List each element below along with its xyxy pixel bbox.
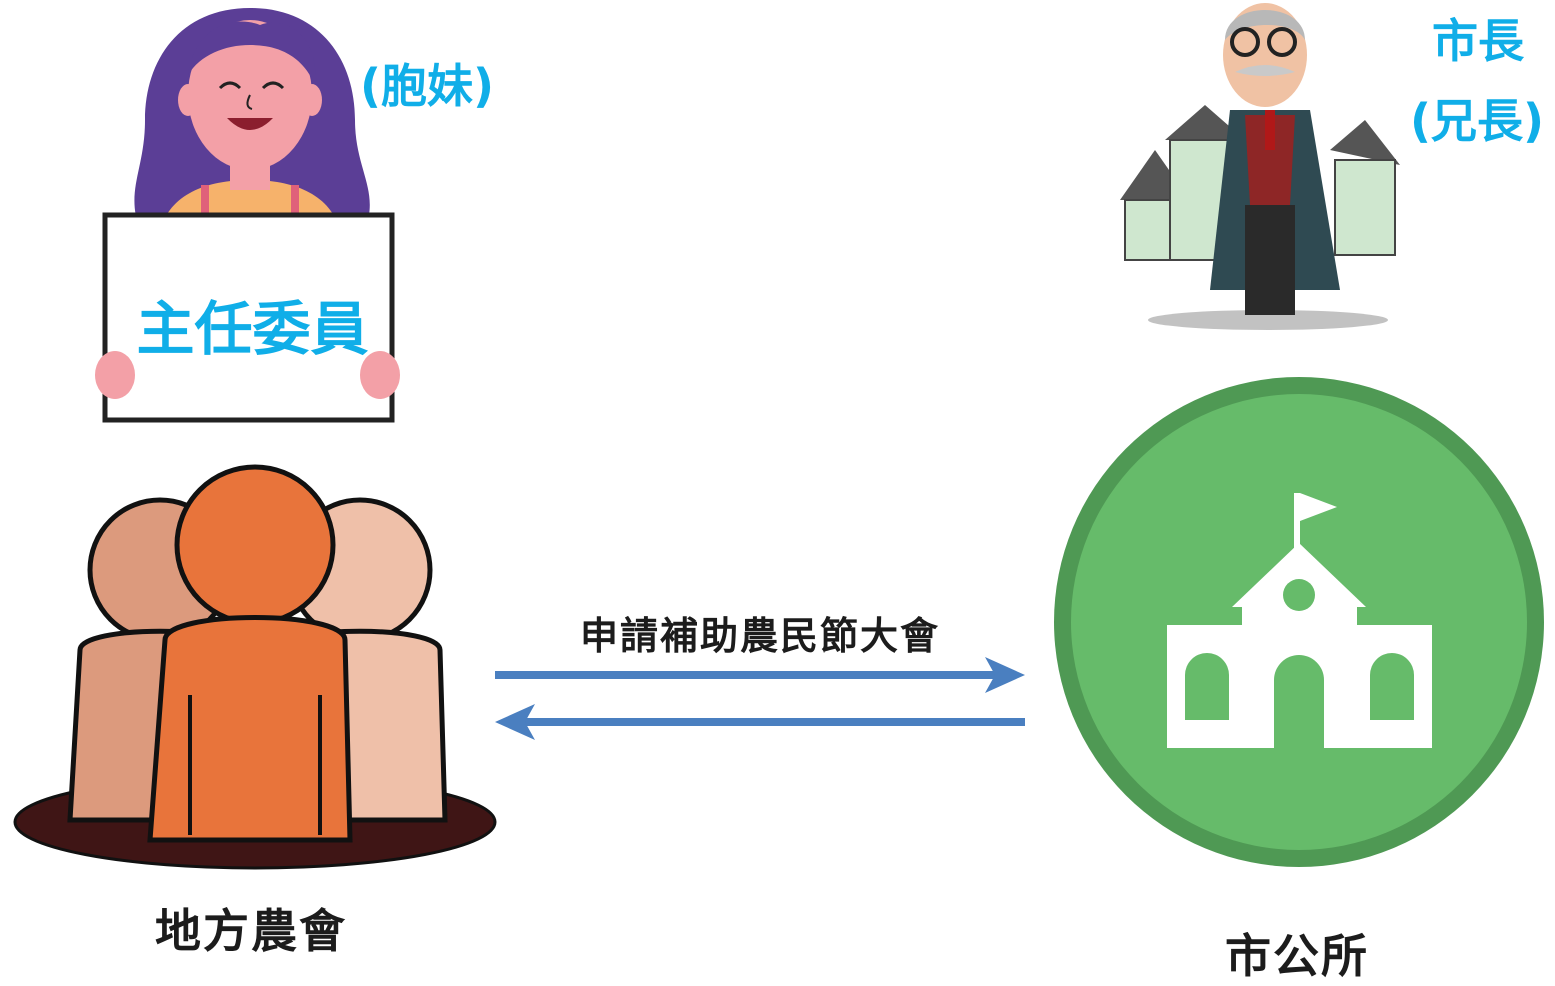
arrow-caption: 申請補助農民節大會	[579, 614, 940, 658]
farmers-group-icon	[13, 464, 497, 870]
mayor-illustration	[1110, 0, 1420, 335]
mayor-title: 市長	[1432, 14, 1524, 68]
mayor-cartoon-icon	[1120, 3, 1400, 330]
city-office	[1052, 375, 1547, 870]
arrow-left	[490, 702, 1030, 742]
sister-tag: (胞妹)	[360, 59, 495, 113]
farmers-label: 地方農會	[155, 904, 347, 958]
girl-holding-sign-icon	[95, 8, 400, 423]
arrow-right	[490, 655, 1030, 695]
city-hall-building-icon	[1054, 377, 1544, 867]
arrow-right-icon	[495, 657, 1025, 693]
mayor-tag: (兄長)	[1410, 94, 1545, 148]
office-label: 市公所	[1225, 929, 1369, 983]
farmers-group	[10, 460, 500, 870]
girl-illustration	[85, 0, 415, 430]
sign-text: 主任委員	[136, 295, 369, 363]
arrow-left-icon	[495, 704, 1025, 740]
